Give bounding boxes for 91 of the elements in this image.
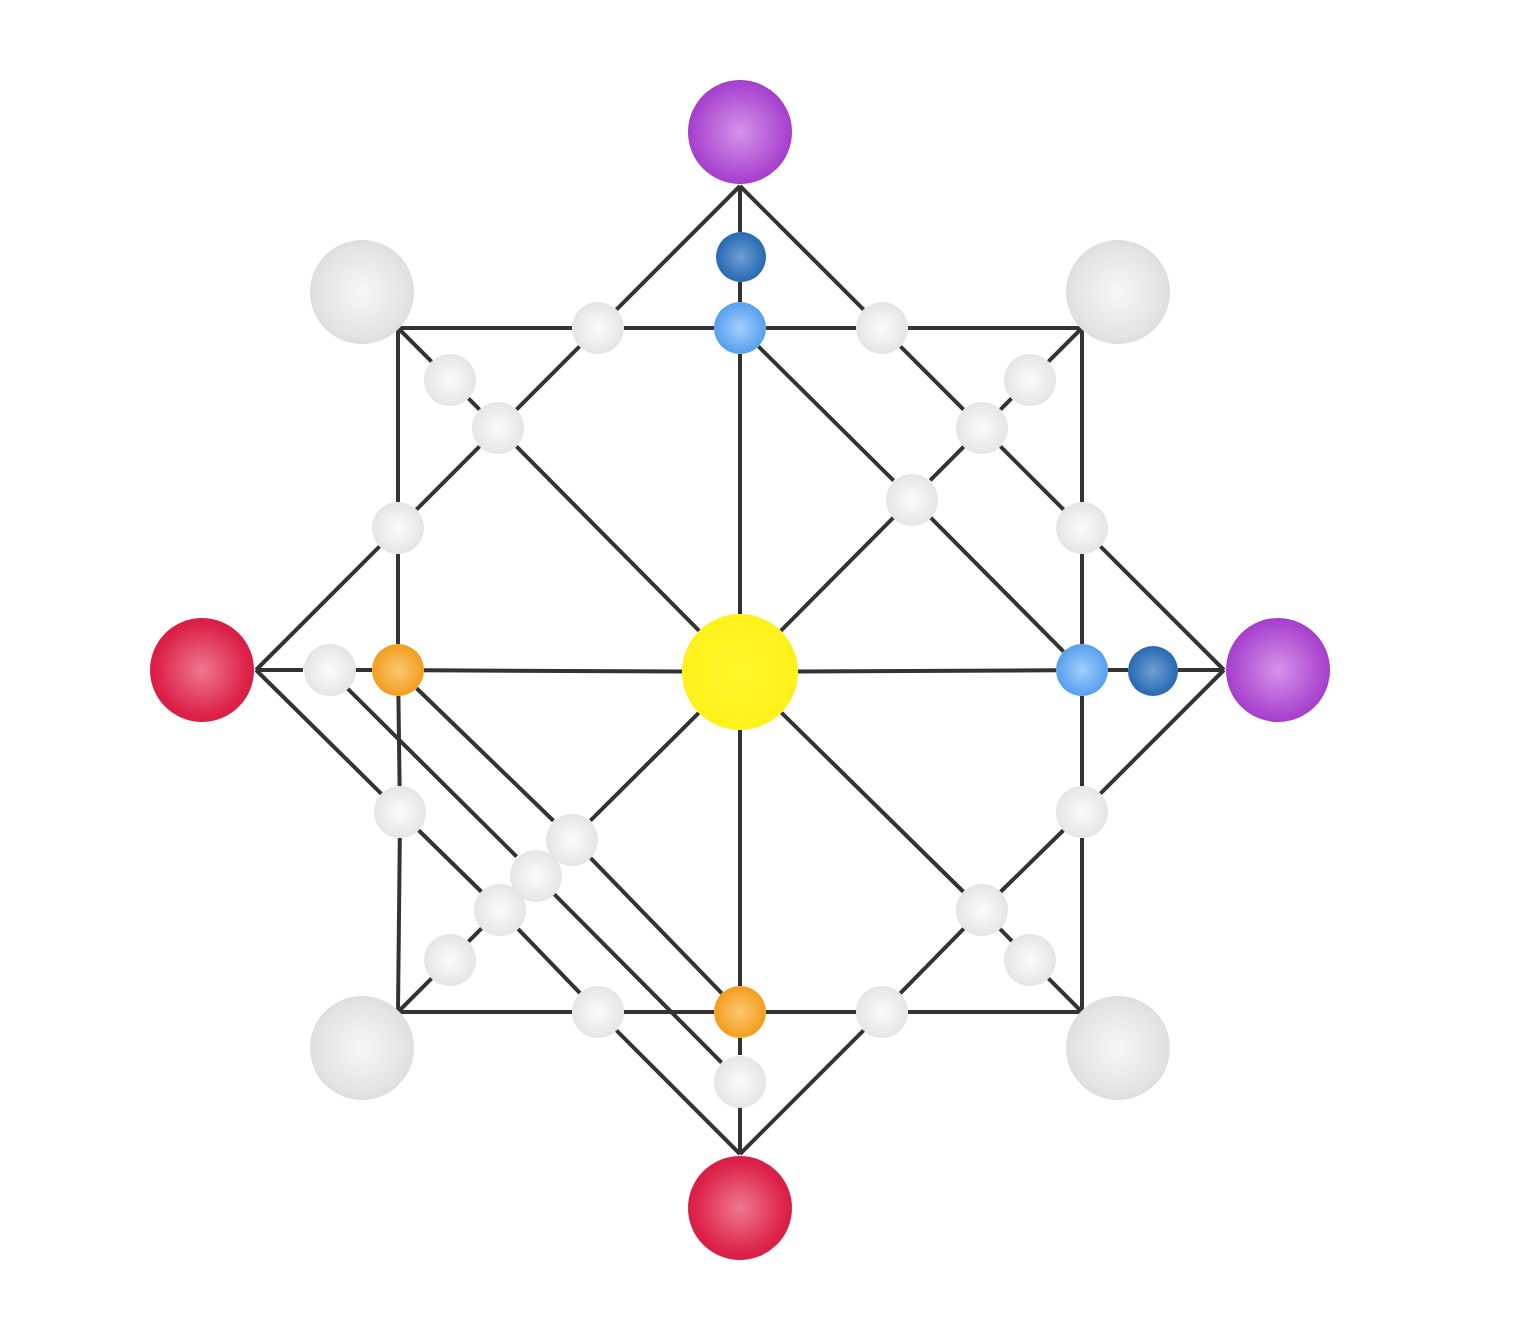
- connector-line: [898, 927, 966, 995]
- connector-line: [757, 345, 895, 482]
- small-sphere: [1004, 354, 1056, 406]
- connector-line: [738, 184, 865, 311]
- connector-line: [999, 445, 1065, 511]
- connector-line: [424, 668, 682, 674]
- large-sphere: [688, 1156, 792, 1260]
- connector-line: [588, 856, 724, 995]
- large-sphere: [1226, 618, 1330, 722]
- connector-line: [514, 445, 701, 633]
- connector-line: [415, 686, 555, 823]
- small-sphere: [714, 986, 766, 1038]
- connector-line: [256, 668, 303, 672]
- small-sphere: [1004, 934, 1056, 986]
- connector-line: [346, 686, 518, 858]
- connector-line: [899, 345, 965, 411]
- small-sphere: [424, 354, 476, 406]
- connector-line: [396, 328, 400, 502]
- small-sphere: [372, 644, 424, 696]
- connector-line: [738, 186, 742, 232]
- connector-line: [1108, 668, 1128, 672]
- connector-line: [780, 711, 965, 894]
- connector-line: [396, 977, 433, 1014]
- connector-line: [515, 345, 581, 411]
- large-sphere: [150, 618, 254, 722]
- connector-line: [551, 892, 723, 1064]
- connector-line: [779, 516, 895, 633]
- connector-line: [254, 545, 381, 672]
- small-sphere: [1128, 645, 1178, 695]
- small-sphere: [303, 644, 355, 696]
- small-sphere: [474, 884, 526, 936]
- small-sphere: [956, 402, 1008, 454]
- connector-line: [1178, 668, 1224, 672]
- connector-line: [738, 282, 742, 302]
- connector-line: [624, 1010, 714, 1014]
- small-sphere: [715, 232, 765, 282]
- connector-line: [1080, 838, 1084, 1012]
- small-sphere: [714, 302, 766, 354]
- center-sphere: [682, 614, 798, 730]
- small-sphere: [1056, 644, 1108, 696]
- small-sphere: [374, 786, 426, 838]
- small-sphere: [856, 986, 908, 1038]
- small-sphere: [372, 502, 424, 554]
- connector-line: [417, 828, 483, 894]
- connector-line: [1099, 668, 1226, 795]
- connector-line: [1099, 545, 1226, 672]
- connector-line: [738, 730, 742, 986]
- small-sphere: [424, 934, 476, 986]
- small-sphere: [886, 473, 938, 525]
- connector-line: [1080, 328, 1084, 502]
- small-sphere: [572, 986, 624, 1038]
- connector-line: [589, 711, 701, 823]
- small-sphere: [472, 402, 524, 454]
- connector-line: [738, 354, 742, 614]
- connector-line: [1047, 326, 1084, 363]
- connector-line: [928, 516, 1066, 653]
- connector-line: [467, 927, 483, 943]
- connector-line: [766, 326, 856, 330]
- small-sphere: [546, 813, 598, 865]
- connector-line: [999, 828, 1065, 894]
- small-sphere: [714, 1055, 766, 1107]
- connector-line: [766, 1010, 856, 1014]
- connector-line: [738, 1107, 742, 1154]
- connector-line: [396, 695, 402, 787]
- connector-line: [928, 445, 966, 482]
- connector-line: [615, 184, 742, 311]
- connector-line: [516, 927, 582, 995]
- small-sphere: [956, 884, 1008, 936]
- connector-line: [908, 1010, 1082, 1014]
- connector-line: [254, 668, 383, 796]
- large-sphere: [688, 80, 792, 184]
- connector-line: [738, 1038, 742, 1055]
- connector-line: [1080, 554, 1084, 644]
- connector-line: [398, 326, 572, 330]
- small-sphere: [572, 302, 624, 354]
- connector-line: [615, 1029, 742, 1156]
- connector-line: [398, 1010, 572, 1014]
- connector-line: [1047, 977, 1084, 1014]
- connector-line: [1080, 696, 1084, 786]
- connector-line: [396, 837, 402, 1013]
- connector-line: [396, 326, 433, 363]
- connector-line: [624, 326, 714, 330]
- small-sphere: [1056, 786, 1108, 838]
- connector-line: [908, 326, 1082, 330]
- connector-line: [396, 554, 400, 644]
- connector-line: [415, 445, 481, 511]
- connector-line: [798, 668, 1056, 674]
- connector-line: [355, 668, 372, 672]
- small-sphere: [1056, 502, 1108, 554]
- small-sphere: [856, 302, 908, 354]
- connector-line: [738, 1029, 865, 1156]
